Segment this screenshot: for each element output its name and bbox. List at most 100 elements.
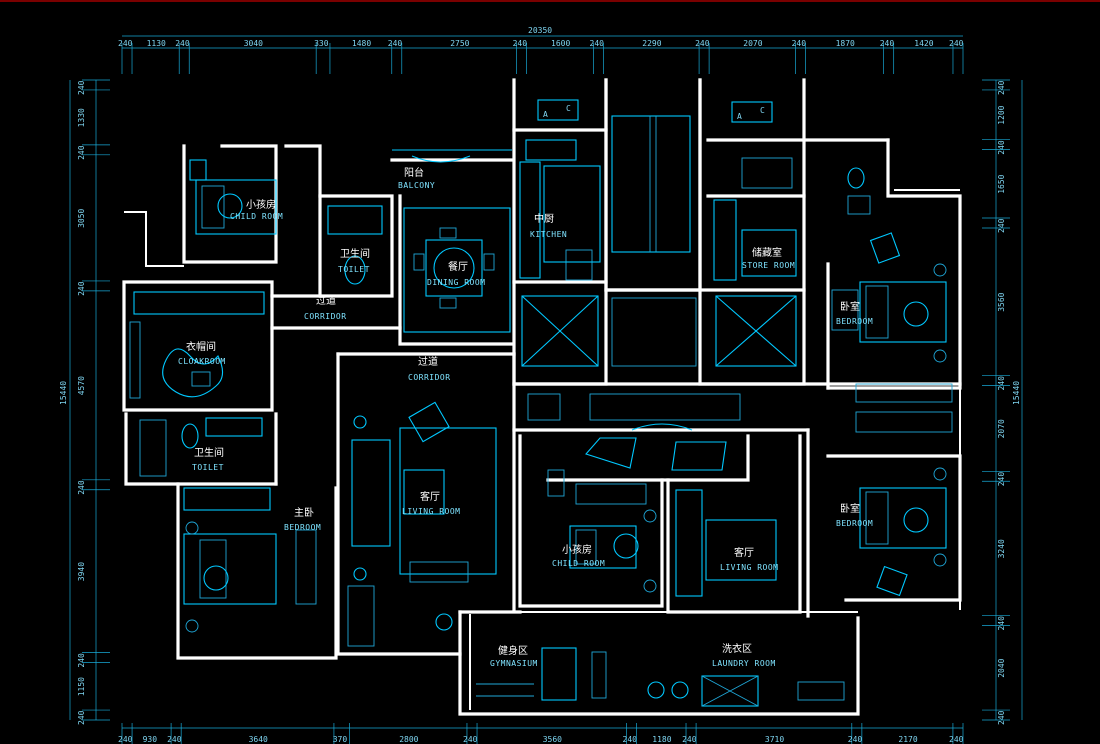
bottom-dim-label: 240 (623, 735, 638, 744)
right-dim-label: 2040 (997, 658, 1006, 677)
svg-text:CHILD ROOM: CHILD ROOM (230, 212, 283, 221)
svg-text:衣帽间: 衣帽间 (186, 340, 216, 353)
bottom-dim-label: 3710 (765, 735, 784, 744)
right-total-dimension: 15440 (1012, 381, 1021, 405)
svg-text:LIVING ROOM: LIVING ROOM (720, 563, 778, 572)
top-dim-label: 2070 (743, 39, 762, 48)
bottom-dim-label: 3560 (543, 735, 562, 744)
svg-text:C: C (760, 106, 765, 115)
room-label-master: 主卧 BEDROOM (284, 506, 321, 532)
svg-text:CORRIDOR: CORRIDOR (304, 312, 347, 321)
right-dim-label: 1200 (997, 105, 1006, 124)
bottom-dim-label: 2800 (399, 735, 418, 744)
room-label-balcony: 阳台 BALCONY (398, 166, 435, 190)
svg-text:储藏室: 储藏室 (752, 246, 782, 259)
svg-text:主卧: 主卧 (294, 506, 314, 519)
left-dimension-chain: 15440 2401330240305024045702403940240115… (59, 79, 110, 725)
left-dim-label: 240 (77, 710, 86, 725)
room-label-dining: 餐厅 DINING ROOM (427, 260, 485, 287)
left-dim-label: 3940 (77, 562, 86, 581)
svg-text:CHILD ROOM: CHILD ROOM (552, 559, 605, 568)
right-dim-label: 240 (997, 472, 1006, 487)
svg-text:C: C (566, 104, 571, 113)
room-label-bedroom-a: 卧室 BEDROOM (836, 300, 873, 326)
room-label-store: 储藏室 STORE ROOM (742, 246, 795, 270)
svg-text:卧室: 卧室 (840, 300, 860, 313)
svg-text:GYMNASIUM: GYMNASIUM (490, 659, 538, 668)
room-label-toilet-b: 卫生间 TOILET (192, 446, 224, 472)
top-dim-label: 3040 (244, 39, 263, 48)
ac-tag-right: A C (737, 106, 765, 121)
top-dim-label: 2750 (450, 39, 469, 48)
svg-text:过道: 过道 (418, 355, 438, 368)
room-label-cloakroom: 衣帽间 CLOAKROOM (178, 340, 226, 366)
room-label-laundry: 洗衣区 LAUNDRY ROOM (712, 642, 776, 668)
room-label-living-b: 客厅 LIVING ROOM (720, 546, 778, 572)
bottom-dim-label: 2170 (898, 735, 917, 744)
svg-text:BALCONY: BALCONY (398, 181, 435, 190)
left-dim-label: 240 (77, 80, 86, 95)
top-dim-label: 240 (388, 39, 403, 48)
svg-text:BEDROOM: BEDROOM (836, 519, 873, 528)
svg-text:阳台: 阳台 (404, 166, 424, 179)
room-label-corridor-b: 过道 CORRIDOR (408, 355, 451, 382)
svg-text:STORE ROOM: STORE ROOM (742, 261, 795, 270)
top-dim-label: 240 (513, 39, 528, 48)
svg-text:DINING ROOM: DINING ROOM (427, 278, 485, 287)
bottom-dim-label: 240 (463, 735, 478, 744)
top-dim-label: 240 (695, 39, 710, 48)
svg-text:过道: 过道 (316, 294, 336, 307)
top-dim-label: 240 (118, 39, 133, 48)
top-dim-label: 330 (314, 39, 329, 48)
bottom-dim-label: 240 (118, 735, 133, 744)
svg-text:客厅: 客厅 (420, 490, 440, 503)
bottom-dim-label: 240 (949, 735, 964, 744)
svg-text:CLOAKROOM: CLOAKROOM (178, 357, 226, 366)
right-dim-label: 240 (997, 376, 1006, 391)
svg-text:A: A (737, 112, 742, 121)
left-dim-label: 3050 (77, 208, 86, 227)
bottom-dim-label: 930 (143, 735, 158, 744)
top-dim-label: 240 (792, 39, 807, 48)
walls (122, 78, 962, 716)
right-dim-label: 2070 (997, 419, 1006, 438)
top-dim-label: 240 (949, 39, 964, 48)
svg-text:KITCHEN: KITCHEN (530, 230, 567, 239)
room-label-corridor-a: 过道 CORRIDOR (304, 294, 347, 321)
svg-text:卧室: 卧室 (840, 502, 860, 515)
left-total-dimension: 15440 (59, 381, 68, 405)
right-dimension-chain: 15440 2401200240165024035602402070240324… (982, 79, 1023, 725)
svg-text:BEDROOM: BEDROOM (284, 523, 321, 532)
svg-text:洗衣区: 洗衣区 (722, 642, 752, 655)
bottom-dim-label: 240 (848, 735, 863, 744)
furniture (129, 99, 953, 707)
right-dim-label: 240 (997, 616, 1006, 631)
left-dim-label: 240 (77, 653, 86, 668)
left-dim-label: 4570 (77, 376, 86, 395)
svg-text:健身区: 健身区 (498, 644, 528, 657)
right-dim-label: 3240 (997, 539, 1006, 558)
svg-text:CORRIDOR: CORRIDOR (408, 373, 451, 382)
svg-text:LAUNDRY ROOM: LAUNDRY ROOM (712, 659, 776, 668)
svg-text:BEDROOM: BEDROOM (836, 317, 873, 326)
right-dim-label: 3560 (997, 292, 1006, 311)
left-dim-label: 1150 (77, 677, 86, 696)
right-dim-label: 240 (997, 140, 1006, 155)
bottom-dim-label: 370 (333, 735, 348, 744)
left-dim-label: 1330 (77, 108, 86, 127)
bottom-dim-label: 3640 (249, 735, 268, 744)
svg-text:客厅: 客厅 (734, 546, 754, 559)
top-dim-label: 1130 (147, 39, 166, 48)
top-dim-label: 1420 (914, 39, 933, 48)
svg-text:餐厅: 餐厅 (448, 260, 468, 273)
svg-text:卫生间: 卫生间 (194, 446, 224, 459)
svg-text:TOILET: TOILET (192, 463, 224, 472)
room-label-bedroom-b: 卧室 BEDROOM (836, 502, 873, 528)
